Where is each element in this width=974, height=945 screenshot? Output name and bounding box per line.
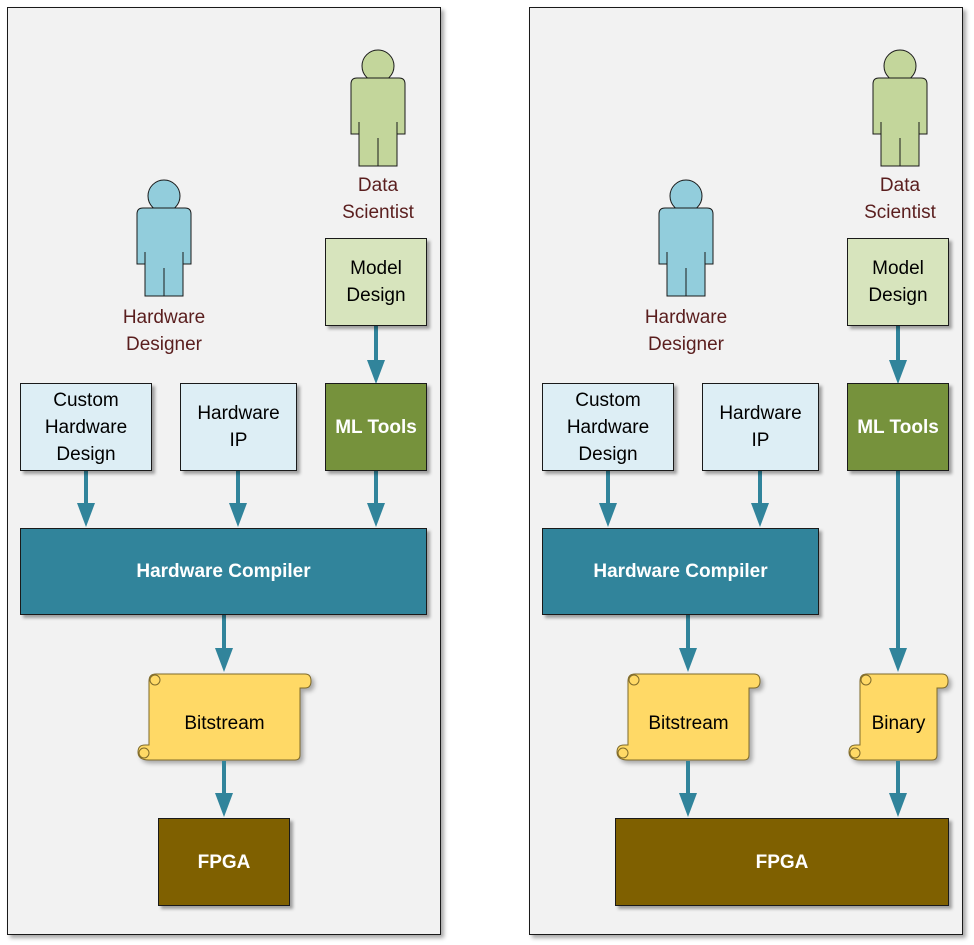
arrow-compiler-to-bitstream bbox=[679, 615, 697, 672]
hardware-designer-label: Hardware Designer bbox=[122, 307, 206, 355]
arrow-mltools-to-binary bbox=[889, 471, 907, 672]
arrows-left bbox=[77, 326, 385, 817]
arrow-ip-to-compiler bbox=[751, 471, 769, 527]
arrow-custom-to-compiler bbox=[599, 471, 617, 527]
bitstream-scroll-shape bbox=[616, 673, 761, 761]
custom-hardware-design-box: Custom Hardware Design bbox=[542, 383, 674, 471]
data-scientist-icon bbox=[350, 49, 406, 167]
ml-tools-box: ML Tools bbox=[325, 383, 427, 471]
hardware-ip-box: Hardware IP bbox=[702, 383, 819, 471]
binary-scroll-shape bbox=[848, 673, 949, 761]
arrow-model-to-mltools bbox=[889, 326, 907, 384]
arrow-ip-to-compiler bbox=[229, 471, 247, 527]
hardware-designer-icon bbox=[658, 179, 714, 297]
arrow-custom-to-compiler bbox=[77, 471, 95, 527]
hardware-ip-box: Hardware IP bbox=[180, 383, 297, 471]
arrow-binary-to-fpga bbox=[889, 761, 907, 817]
arrows-right bbox=[599, 326, 907, 817]
bitstream-label: Bitstream bbox=[184, 713, 265, 734]
model-design-box: Model Design bbox=[847, 238, 949, 326]
hardware-designer-icon bbox=[136, 179, 192, 297]
hardware-compiler-box: Hardware Compiler bbox=[542, 528, 819, 615]
model-design-box: Model Design bbox=[325, 238, 427, 326]
arrow-bitstream-to-fpga bbox=[215, 761, 233, 817]
hardware-designer-label: Hardware Designer bbox=[644, 307, 728, 355]
arrow-mltools-to-compiler bbox=[367, 471, 385, 527]
fpga-box: FPGA bbox=[158, 818, 290, 906]
arrow-bitstream-to-fpga bbox=[679, 761, 697, 817]
arrow-model-to-mltools bbox=[367, 326, 385, 384]
ml-tools-box: ML Tools bbox=[847, 383, 949, 471]
data-scientist-icon bbox=[872, 49, 928, 167]
data-scientist-label: Data Scientist bbox=[342, 175, 414, 223]
binary-label: Binary bbox=[871, 713, 926, 734]
bitstream-label: Bitstream bbox=[648, 713, 729, 734]
hardware-compiler-box: Hardware Compiler bbox=[20, 528, 427, 615]
bitstream-scroll-shape bbox=[137, 673, 312, 761]
arrow-compiler-to-bitstream bbox=[215, 615, 233, 672]
custom-hardware-design-box: Custom Hardware Design bbox=[20, 383, 152, 471]
fpga-box: FPGA bbox=[615, 818, 949, 906]
data-scientist-label: Data Scientist bbox=[864, 175, 936, 223]
